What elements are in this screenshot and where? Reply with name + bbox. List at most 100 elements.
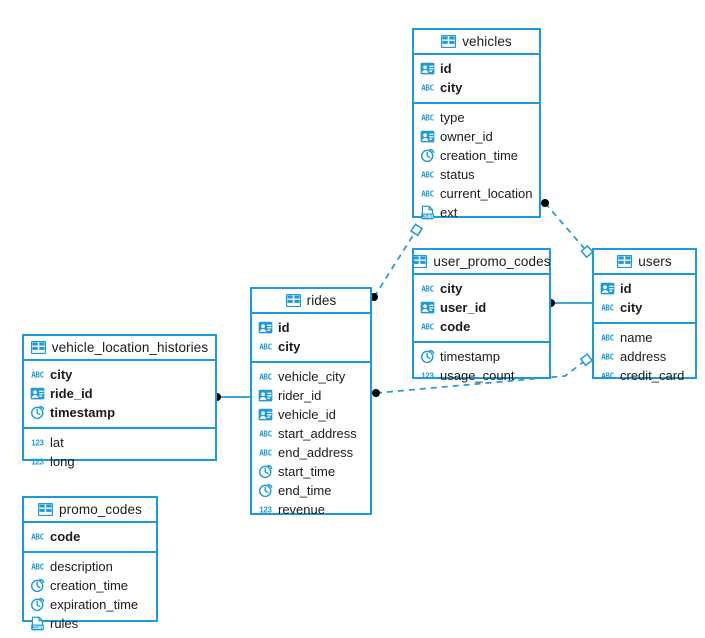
svg-text:ABC: ABC bbox=[259, 430, 272, 439]
table-node-users[interactable]: users id ABC city ABC name ABC address A… bbox=[592, 248, 697, 383]
primary-key-row-city[interactable]: ABC city bbox=[414, 78, 539, 97]
abc-icon: ABC bbox=[258, 445, 273, 460]
column-group: ABC type owner_id creation_time ABC stat… bbox=[414, 104, 539, 227]
svg-text:ABC: ABC bbox=[601, 334, 614, 343]
column-row-lat[interactable]: 123 lat bbox=[24, 433, 215, 452]
clock-icon bbox=[30, 578, 45, 593]
field-label: vehicle_city bbox=[278, 369, 346, 384]
column-row-usage_count[interactable]: 123 usage_count bbox=[414, 366, 549, 385]
svg-text:ABC: ABC bbox=[421, 323, 434, 332]
svg-text:123: 123 bbox=[421, 372, 434, 381]
column-row-status[interactable]: ABC status bbox=[414, 165, 539, 184]
primary-key-row-ride_id[interactable]: ride_id bbox=[24, 384, 215, 403]
svg-text:ABC: ABC bbox=[601, 372, 614, 381]
column-row-expiration_time[interactable]: expiration_time bbox=[24, 595, 156, 614]
column-row-start_time[interactable]: start_time bbox=[252, 462, 370, 481]
primary-key-row-timestamp[interactable]: timestamp bbox=[24, 403, 215, 422]
field-label: end_time bbox=[278, 483, 332, 498]
field-label: rules bbox=[50, 616, 79, 631]
field-label: city bbox=[50, 367, 73, 382]
column-row-rules[interactable]: JSON rules bbox=[24, 614, 156, 633]
primary-key-group: ABC city user_id ABC code bbox=[414, 275, 549, 343]
table-node-promo_codes[interactable]: promo_codes ABC code ABC description cre… bbox=[22, 496, 158, 631]
column-row-end_address[interactable]: ABC end_address bbox=[252, 443, 370, 462]
column-row-description[interactable]: ABC description bbox=[24, 557, 156, 576]
column-row-credit_card[interactable]: ABC credit_card bbox=[594, 366, 695, 385]
clock-icon bbox=[420, 148, 435, 163]
contact-card-icon bbox=[420, 129, 435, 144]
field-label: credit_card bbox=[620, 368, 685, 383]
column-row-end_time[interactable]: end_time bbox=[252, 481, 370, 500]
svg-text:ABC: ABC bbox=[421, 171, 434, 180]
primary-key-row-city[interactable]: ABC city bbox=[594, 298, 695, 317]
abc-icon: ABC bbox=[600, 330, 615, 345]
field-label: timestamp bbox=[50, 405, 116, 420]
svg-text:ABC: ABC bbox=[421, 114, 434, 123]
column-row-creation_time[interactable]: creation_time bbox=[414, 146, 539, 165]
primary-key-group: id ABC city bbox=[594, 275, 695, 324]
column-row-address[interactable]: ABC address bbox=[594, 347, 695, 366]
abc-icon: ABC bbox=[420, 110, 435, 125]
table-header-vehicles[interactable]: vehicles bbox=[414, 30, 539, 55]
table-node-vehicle_location_histories[interactable]: vehicle_location_histories ABC city ride… bbox=[22, 334, 217, 469]
field-label: user_id bbox=[440, 300, 487, 315]
field-label: ext bbox=[440, 205, 458, 220]
table-header-rides[interactable]: rides bbox=[252, 289, 370, 314]
table-header-promo_codes[interactable]: promo_codes bbox=[24, 498, 156, 523]
column-row-creation_time[interactable]: creation_time bbox=[24, 576, 156, 595]
field-label: city bbox=[440, 80, 463, 95]
column-row-revenue[interactable]: 123 revenue bbox=[252, 500, 370, 519]
field-label: usage_count bbox=[440, 368, 515, 383]
primary-key-row-city[interactable]: ABC city bbox=[252, 337, 370, 356]
column-row-current_location[interactable]: ABC current_location bbox=[414, 184, 539, 203]
table-header-vehicle_location_histories[interactable]: vehicle_location_histories bbox=[24, 336, 215, 361]
field-label: end_address bbox=[278, 445, 354, 460]
column-row-vehicle_city[interactable]: ABC vehicle_city bbox=[252, 367, 370, 386]
abc-icon: ABC bbox=[420, 80, 435, 95]
column-row-name[interactable]: ABC name bbox=[594, 328, 695, 347]
svg-text:123: 123 bbox=[259, 506, 272, 515]
field-label: id bbox=[620, 281, 632, 296]
abc-icon: ABC bbox=[30, 367, 45, 382]
column-row-start_address[interactable]: ABC start_address bbox=[252, 424, 370, 443]
contact-card-icon bbox=[258, 407, 273, 422]
primary-key-row-code[interactable]: ABC code bbox=[414, 317, 549, 336]
abc-icon: ABC bbox=[258, 369, 273, 384]
edge-marker-filled-dot bbox=[541, 199, 549, 207]
svg-text:123: 123 bbox=[31, 439, 44, 448]
field-label: creation_time bbox=[50, 578, 129, 593]
table-node-rides[interactable]: rides id ABC city ABC vehicle_city rider… bbox=[250, 287, 372, 517]
table-title: vehicles bbox=[462, 34, 512, 49]
column-row-timestamp[interactable]: timestamp bbox=[414, 347, 549, 366]
column-row-owner_id[interactable]: owner_id bbox=[414, 127, 539, 146]
column-row-type[interactable]: ABC type bbox=[414, 108, 539, 127]
primary-key-row-city[interactable]: ABC city bbox=[24, 365, 215, 384]
table-node-user_promo_codes[interactable]: user_promo_codes ABC city user_id ABC co… bbox=[412, 248, 551, 383]
edge-marker-filled-dot bbox=[372, 389, 380, 397]
abc-icon: ABC bbox=[600, 368, 615, 383]
primary-key-row-user_id[interactable]: user_id bbox=[414, 298, 549, 317]
table-header-user_promo_codes[interactable]: user_promo_codes bbox=[412, 250, 550, 275]
field-label: owner_id bbox=[440, 129, 493, 144]
field-label: current_location bbox=[440, 186, 533, 201]
primary-key-row-id[interactable]: id bbox=[414, 59, 539, 78]
field-label: id bbox=[440, 61, 452, 76]
column-row-vehicle_id[interactable]: vehicle_id bbox=[252, 405, 370, 424]
table-grid-icon bbox=[412, 255, 428, 268]
svg-text:ABC: ABC bbox=[421, 190, 434, 199]
table-node-vehicles[interactable]: vehicles id ABC city ABC type owner_id bbox=[412, 28, 541, 220]
primary-key-row-id[interactable]: id bbox=[252, 318, 370, 337]
column-row-long[interactable]: 123 long bbox=[24, 452, 215, 471]
column-row-rider_id[interactable]: rider_id bbox=[252, 386, 370, 405]
primary-key-row-id[interactable]: id bbox=[594, 279, 695, 298]
contact-card-icon bbox=[420, 61, 435, 76]
contact-card-icon bbox=[258, 388, 273, 403]
svg-text:ABC: ABC bbox=[31, 371, 44, 380]
table-title: promo_codes bbox=[59, 502, 142, 517]
column-row-ext[interactable]: JSON ext bbox=[414, 203, 539, 222]
primary-key-row-city[interactable]: ABC city bbox=[414, 279, 549, 298]
relationship-vehicle_location_histories-to-rides bbox=[213, 393, 250, 401]
table-header-users[interactable]: users bbox=[594, 250, 695, 275]
primary-key-row-code[interactable]: ABC code bbox=[24, 527, 156, 546]
